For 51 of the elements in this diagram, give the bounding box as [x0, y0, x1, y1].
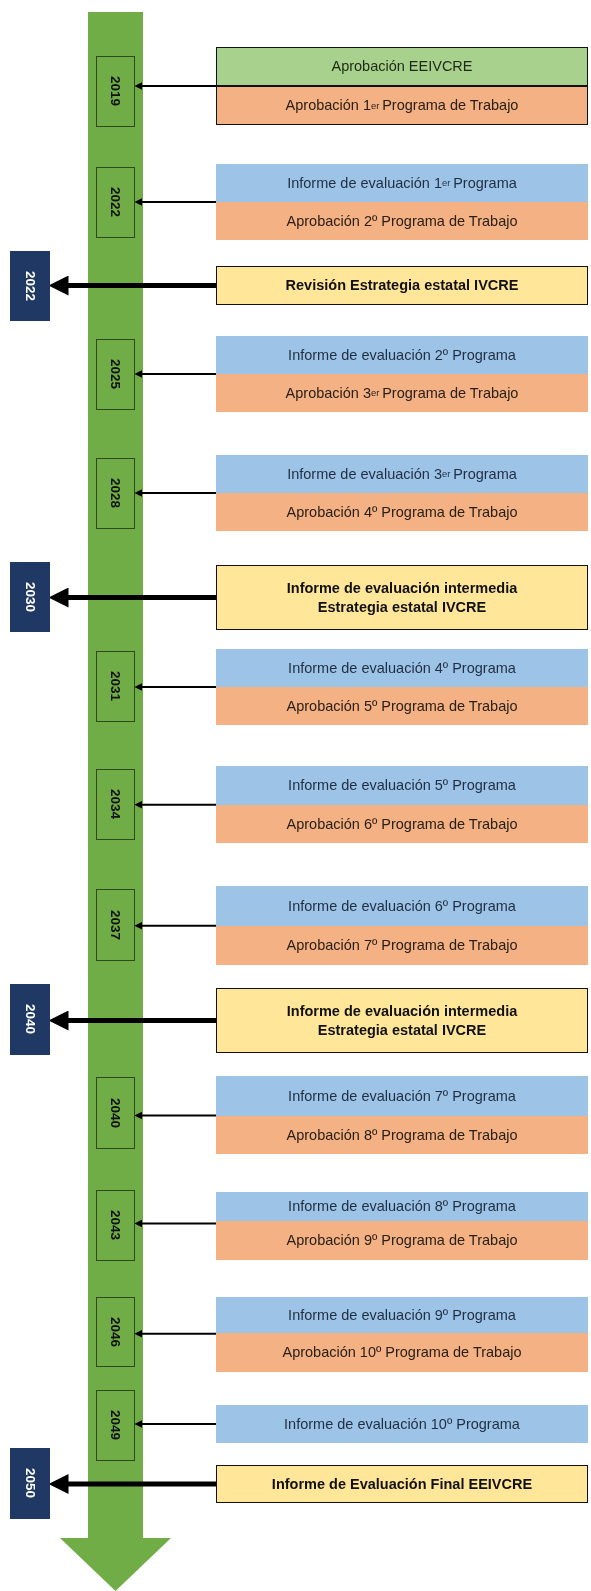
event-box: Informe de evaluación 5º Programa	[216, 766, 588, 805]
year-badge: 2030	[10, 562, 50, 632]
event-box: Informe de evaluación 6º Programa	[216, 886, 588, 926]
milestone-box: Informe de Evaluación Final EEIVCRE	[216, 1465, 588, 1503]
milestone-box: Revisión Estrategia estatal IVCRE	[216, 266, 588, 305]
arrow	[134, 489, 217, 497]
event-box: Informe de evaluación 10º Programa	[216, 1405, 588, 1443]
event-box: Aprobación 4º Programa de Trabajo	[216, 493, 588, 531]
year-box: 2034	[96, 769, 135, 840]
year-box: 2025	[96, 339, 135, 410]
event-box: Informe de evaluación 3$^{er}$ Programa	[216, 455, 588, 493]
event-box: Aprobación 3$^{er}$ Programa de Trabajo	[216, 374, 588, 412]
event-box: Aprobación 2º Programa de Trabajo	[216, 202, 588, 240]
event-box: Aprobación EEIVCRE	[216, 47, 588, 86]
year-box: 2037	[96, 889, 135, 961]
arrow	[134, 198, 217, 206]
arrow	[134, 921, 217, 930]
year-box: 2022	[96, 167, 135, 238]
arrow	[134, 1329, 217, 1338]
event-box: Informe de evaluación 1$^{er}$ Programa	[216, 164, 588, 202]
event-box: Aprobación 10º Programa de Trabajo	[216, 1333, 588, 1372]
arrow	[134, 683, 217, 691]
milestone-box: Informe de evaluación intermedia Estrategia estatal IVCRE	[216, 988, 588, 1053]
event-box: Informe de evaluación 9º Programa	[216, 1297, 588, 1333]
year-box: 2019	[96, 56, 135, 127]
event-box: Aprobación 7º Programa de Trabajo	[216, 926, 588, 965]
event-box: Aprobación 1$^{er}$ Programa de Trabajo	[216, 86, 588, 125]
event-box: Aprobación 5º Programa de Trabajo	[216, 687, 588, 725]
year-box: 2031	[96, 651, 135, 722]
year-box: 2046	[96, 1297, 135, 1367]
event-box: Informe de evaluación 4º Programa	[216, 649, 588, 687]
arrow	[134, 370, 217, 378]
event-box: Informe de evaluación 2º Programa	[216, 336, 588, 374]
event-box: Informe de evaluación 8º Programa	[216, 1192, 588, 1221]
year-badge: 2022	[10, 251, 50, 321]
year-badge: 2050	[10, 1448, 50, 1519]
year-box: 2040	[96, 1077, 135, 1149]
year-box: 2049	[96, 1390, 135, 1461]
arrow	[134, 82, 217, 90]
year-box: 2028	[96, 458, 135, 529]
arrow	[134, 1111, 217, 1120]
year-box: 2043	[96, 1190, 135, 1261]
event-box: Aprobación 8º Programa de Trabajo	[216, 1116, 588, 1154]
arrow	[134, 1420, 217, 1428]
milestone-box: Informe de evaluación intermedia Estrategia estatal IVCRE	[216, 565, 588, 630]
event-box: Aprobación 6º Programa de Trabajo	[216, 805, 588, 843]
event-box: Informe de evaluación 7º Programa	[216, 1076, 588, 1116]
arrow	[134, 1219, 217, 1228]
arrow	[134, 800, 217, 809]
year-badge: 2040	[10, 984, 50, 1055]
event-box: Aprobación 9º Programa de Trabajo	[216, 1221, 588, 1260]
